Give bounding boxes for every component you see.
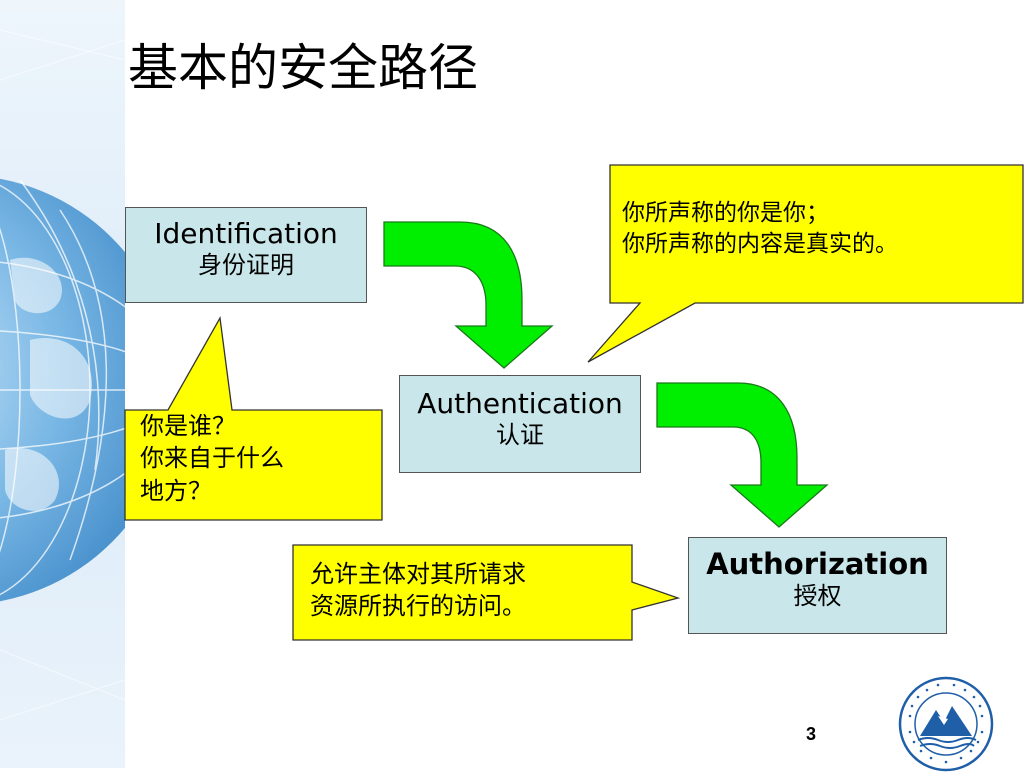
- step-label-en: Authorization: [706, 547, 929, 581]
- slide-title: 基本的安全路径: [128, 39, 478, 97]
- callout-line: 你来自于什么: [140, 444, 284, 473]
- step-label-en: Identification: [154, 217, 338, 250]
- callout-line: 地方？: [140, 476, 212, 505]
- arrow-identification-to-authentication: [383, 221, 554, 369]
- callout-who-shape: [124, 315, 383, 521]
- university-seal-icon: [898, 676, 994, 772]
- callout-access-text: 允许主体对其所请求 资源所执行的访问。: [310, 558, 630, 623]
- callout-claim-shape: [587, 164, 1024, 363]
- callout-line: 你所声称的内容是真实的。: [622, 231, 898, 258]
- callout-who-text: 你是谁？ 你来自于什么 地方？: [140, 410, 378, 507]
- step-label-en: Authentication: [417, 387, 623, 420]
- step-box-authentication: Authentication 认证: [399, 375, 641, 473]
- step-box-authorization: Authorization 授权: [688, 537, 947, 634]
- callout-line: 你是谁？: [140, 412, 236, 440]
- callout-claim-text: 你所声称的你是你； 你所声称的内容是真实的。: [622, 198, 1017, 260]
- arrow-authentication-to-authorization: [656, 382, 829, 528]
- globe-graphic: [0, 0, 125, 768]
- step-label-zh: 身份证明: [198, 251, 294, 280]
- callout-line: 资源所执行的访问。: [310, 592, 526, 621]
- callout-line: 允许主体对其所请求: [310, 560, 526, 588]
- step-label-zh: 认证: [496, 421, 544, 450]
- step-box-identification: Identification 身份证明: [125, 207, 367, 303]
- callout-access-shape: [292, 544, 681, 641]
- callout-line: 你所声称的你是你；: [622, 200, 829, 226]
- page-number: 3: [806, 724, 817, 744]
- step-label-zh: 授权: [793, 582, 842, 611]
